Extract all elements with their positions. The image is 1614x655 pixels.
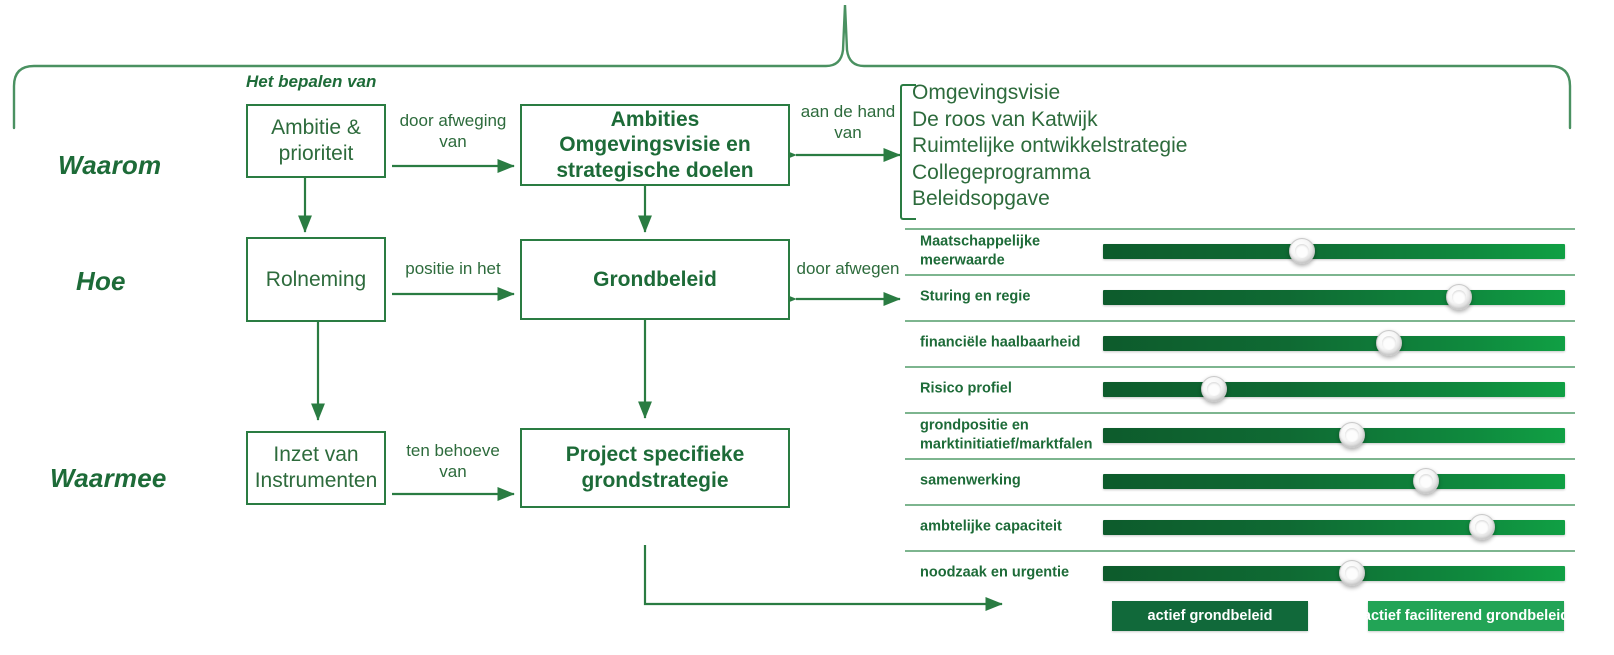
edge-label-line1: ten behoeve [406, 441, 500, 460]
edge-label-positie-in-het: positie in het [398, 258, 508, 279]
edge-label-line2: van [439, 462, 467, 482]
edge-label-door-afweging-van: door afweging van [398, 110, 508, 153]
node-project-specifieke-grondstrategie[interactable]: Project specifieke grondstrategie [520, 428, 790, 508]
edge-label-aan-de-hand-van: aan de hand van [795, 101, 901, 144]
slider-sturing-en-regie[interactable] [1103, 284, 1565, 310]
slider-track[interactable] [1103, 290, 1565, 305]
slider-track[interactable] [1103, 566, 1565, 581]
slider-knob[interactable] [1288, 238, 1315, 264]
slider-grondpositie-marktfalen[interactable] [1103, 422, 1565, 448]
slider-row: Maatschappelijke meerwaarde [905, 228, 1575, 274]
slider-track[interactable] [1103, 520, 1565, 535]
legend: actief grondbeleid actief faciliterend g… [1112, 601, 1612, 633]
edge-label-line1: door afwegen [796, 259, 900, 278]
row-divider [905, 320, 1575, 322]
slider-track[interactable] [1103, 428, 1565, 443]
slider-label: samenwerking [920, 472, 1021, 489]
slider-track[interactable] [1103, 474, 1565, 489]
list-item[interactable]: Omgevingsvisie [912, 81, 1061, 104]
row-label-waarom: Waarom [58, 150, 162, 180]
list-item[interactable]: Collegeprogramma [912, 160, 1091, 184]
edge-label-door-afwegen: door afwegen [795, 258, 901, 279]
slider-row: Sturing en regie [905, 274, 1575, 320]
slider-knob[interactable] [1445, 284, 1472, 310]
slider-track[interactable] [1103, 244, 1565, 259]
row-label-waarmee: Waarmee [50, 463, 167, 493]
list-item[interactable]: De roos van Katwijk [912, 107, 1098, 131]
node-ambities-omgevingsvisie[interactable]: Ambities Omgevingsvisie en strategische … [520, 104, 790, 186]
slider-knob[interactable] [1339, 422, 1366, 448]
slider-track[interactable] [1103, 382, 1565, 397]
source-document-list: Omgevingsvisie De roos van Katwijk Ruimt… [900, 81, 1200, 220]
section-caption-het-bepalen-van: Het bepalen van [246, 72, 377, 91]
slider-knob[interactable] [1339, 560, 1366, 586]
criteria-slider-panel: Maatschappelijke meerwaarde Sturing en r… [905, 228, 1575, 588]
list-item[interactable]: Beleidsopgave [912, 187, 1050, 211]
slider-row: samenwerking [905, 458, 1575, 504]
row-divider [905, 366, 1575, 368]
slider-row: noodzaak en urgentie [905, 550, 1575, 596]
slider-label: Maatschappelijke meerwaarde [920, 233, 1041, 268]
slider-samenwerking[interactable] [1103, 468, 1565, 494]
slider-row: grondpositie en marktinitiatief/marktfal… [905, 412, 1575, 458]
row-divider [905, 458, 1575, 460]
node-inzet-van-instrumenten[interactable]: Inzet van Instrumenten [246, 431, 386, 505]
slider-ambtelijke-capaciteit[interactable] [1103, 514, 1565, 540]
row-divider [905, 228, 1575, 230]
row-divider [905, 274, 1575, 276]
top-curly-brace-icon [12, 4, 1572, 130]
node-ambitie-prioriteit[interactable]: Ambitie & prioriteit [246, 104, 386, 178]
slider-label: grondpositie en marktinitiatief/marktfal… [920, 417, 1093, 452]
slider-knob[interactable] [1200, 376, 1227, 402]
row-label-hoe: Hoe [76, 266, 126, 296]
slider-label: ambtelijke capaciteit [920, 518, 1062, 535]
row-divider [905, 550, 1575, 552]
slider-row: ambtelijke capaciteit [905, 504, 1575, 550]
source-list-items: Omgevingsvisie De roos van Katwijk Ruimt… [912, 80, 1187, 213]
row-divider [905, 412, 1575, 414]
node-rolneming[interactable]: Rolneming [246, 237, 386, 322]
legend-chip-actief-faciliterend-grondbeleid[interactable]: actief faciliterend grondbeleid [1363, 601, 1569, 631]
slider-knob[interactable] [1376, 330, 1403, 356]
slider-row: Risico profiel [905, 366, 1575, 412]
edge-label-ten-behoeve-van: ten behoeve van [398, 440, 508, 483]
slider-risico-profiel[interactable] [1103, 376, 1565, 402]
node-grondbeleid[interactable]: Grondbeleid [520, 239, 790, 320]
legend-chip-actief-grondbeleid[interactable]: actief grondbeleid [1112, 601, 1308, 631]
slider-knob[interactable] [1468, 514, 1495, 540]
list-item[interactable]: Ruimtelijke ontwikkelstrategie [912, 134, 1188, 158]
slider-maatschappelijke-meerwaarde[interactable] [1103, 238, 1565, 264]
slider-noodzaak-en-urgentie[interactable] [1103, 560, 1565, 586]
slider-financiele-haalbaarheid[interactable] [1103, 330, 1565, 356]
list-bracket-icon [900, 84, 916, 220]
slider-label: financiële haalbaarheid [920, 334, 1081, 351]
slider-track[interactable] [1103, 336, 1565, 351]
slider-row: financiële haalbaarheid [905, 320, 1575, 366]
slider-label: Risico profiel [920, 380, 1012, 397]
row-divider [905, 504, 1575, 506]
slider-label: noodzaak en urgentie [920, 564, 1070, 581]
edge-label-line1: positie in het [405, 259, 501, 278]
edge-label-line2: van [834, 123, 862, 143]
edge-label-line1: door afweging [399, 111, 507, 130]
slider-label: Sturing en regie [920, 288, 1031, 305]
edge-label-line2: van [439, 132, 467, 152]
slider-knob[interactable] [1413, 468, 1440, 494]
edge-label-line1: aan de hand [800, 102, 896, 121]
